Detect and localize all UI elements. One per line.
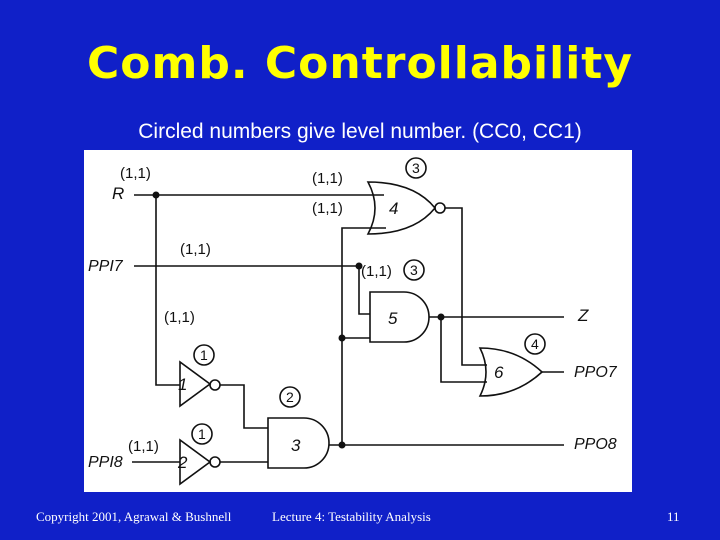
gate-1-label: 1 — [178, 375, 187, 394]
output-ppo8-label: PPO8 — [574, 436, 617, 453]
level-number-gate5: 3 — [410, 262, 418, 278]
level-number-gate1: 1 — [200, 347, 208, 363]
wire-gate3-to-gate4 — [341, 227, 386, 338]
circuit-svg: R PPI7 PPI8 Z PPO7 PPO8 (1,1) (1,1) (1,1… — [88, 157, 618, 486]
gate-3-and — [267, 417, 330, 469]
input-r-label: R — [112, 184, 124, 203]
gate-1-bubble — [209, 379, 221, 391]
wire-gate1-out — [220, 384, 268, 429]
wire-ppi7 — [134, 265, 370, 315]
slide-subtitle: Circled numbers give level number. (CC0,… — [138, 120, 582, 143]
junction-dot — [355, 262, 363, 270]
level-number-gate6: 4 — [531, 336, 539, 352]
gate-2-label: 2 — [177, 453, 188, 472]
footer-lecture-title: Lecture 4: Testability Analysis — [272, 509, 431, 524]
footer-copyright: Copyright 2001, Agrawal & Bushnell — [36, 509, 232, 524]
level-circle-gate3 — [279, 386, 301, 408]
controllability-label: (1,1) — [361, 263, 392, 280]
level-number-gate3: 2 — [286, 389, 294, 405]
wire-r-branch — [155, 195, 180, 386]
gate-4-bubble — [434, 202, 446, 214]
wire-gate4-out — [445, 207, 487, 366]
level-number-gate2: 1 — [198, 426, 206, 442]
gate-2-buffer — [179, 438, 212, 486]
junction-dot — [338, 334, 346, 342]
level-circle-gate4 — [405, 157, 427, 179]
gate-6-or — [478, 347, 544, 397]
output-z-label: Z — [577, 306, 589, 325]
gate-5-and — [369, 291, 430, 343]
circuit-diagram: R PPI7 PPI8 Z PPO7 PPO8 (1,1) (1,1) (1,1… — [84, 150, 632, 492]
level-circle-gate1 — [193, 344, 215, 366]
controllability-label: (1,1) — [312, 200, 343, 217]
wire-gate5-to-gate6 — [440, 317, 487, 383]
slide-title: Comb. Controllability — [86, 38, 633, 89]
level-circle-gate5 — [403, 259, 425, 281]
controllability-label: (1,1) — [180, 241, 211, 258]
controllability-label: (1,1) — [128, 438, 159, 455]
gate-3-label: 3 — [291, 436, 301, 455]
gate-4-label: 4 — [389, 199, 398, 218]
input-ppi8-label: PPI8 — [88, 454, 123, 471]
gate-1-buffer — [179, 360, 212, 408]
gate-5-label: 5 — [388, 309, 398, 328]
gate-4-nor — [366, 181, 437, 235]
gate-6-label: 6 — [494, 363, 504, 382]
footer-page-number: 11 — [667, 509, 680, 524]
controllability-label: (1,1) — [164, 309, 195, 326]
junction-dot — [152, 191, 160, 199]
controllability-label: (1,1) — [120, 165, 151, 182]
level-circle-gate6 — [524, 333, 546, 355]
controllability-label: (1,1) — [312, 170, 343, 187]
level-number-gate4: 3 — [412, 160, 420, 176]
gate-2-bubble — [209, 456, 221, 468]
junction-dot — [338, 441, 346, 449]
junction-dot — [437, 313, 445, 321]
output-ppo7-label: PPO7 — [574, 364, 618, 381]
input-ppi7-label: PPI7 — [88, 258, 124, 275]
wire-gate3-to-gate5 — [341, 337, 370, 445]
level-circle-gate2 — [191, 423, 213, 445]
